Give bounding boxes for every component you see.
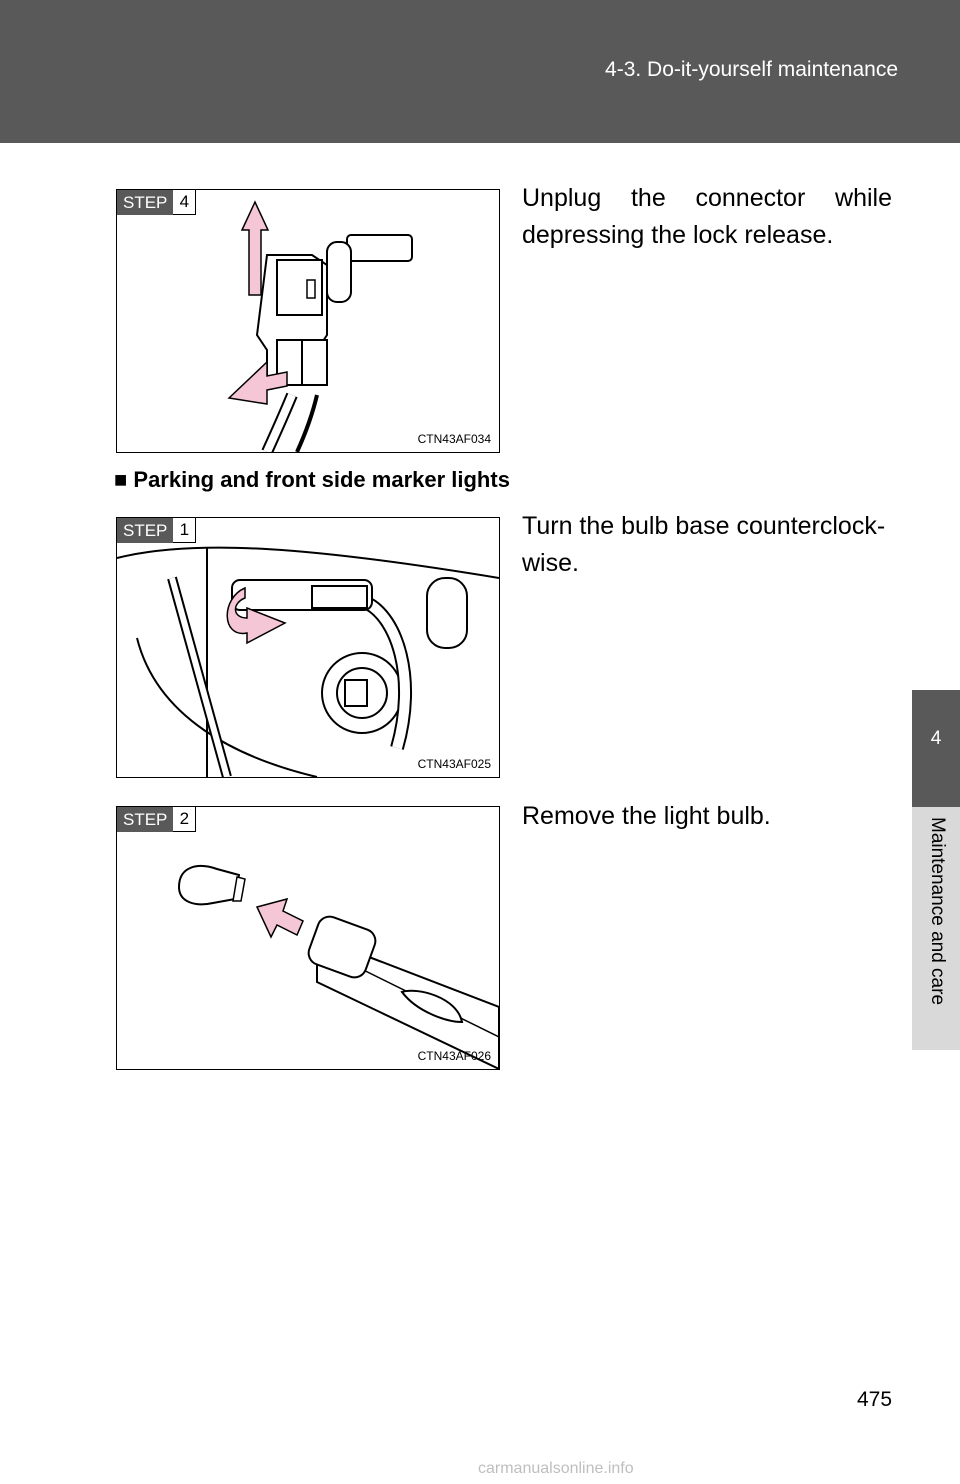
step-number: 4 <box>173 190 197 215</box>
figure-code: CTN43AF034 <box>417 432 491 446</box>
figure-bulb-base-turn: STEP 1 CTN43AF025 <box>116 517 500 778</box>
chapter-label: Maintenance and care <box>927 817 948 1006</box>
figure-code: CTN43AF025 <box>417 757 491 771</box>
step-number: 2 <box>173 807 197 832</box>
light-bulb <box>177 865 241 906</box>
headlamp-illustration <box>117 546 499 777</box>
rotate-arrow <box>226 586 287 645</box>
up-arrow <box>240 200 270 296</box>
page-number: 475 <box>857 1388 893 1411</box>
step-badge: STEP 4 <box>117 190 197 215</box>
step-2-text: Remove the light bulb. <box>522 802 771 830</box>
figure-connector-unplug: STEP 4 CTN43AF034 <box>116 189 500 453</box>
figure-remove-bulb: STEP 2 CTN43AF026 <box>116 806 500 1070</box>
section-title: 4-3. Do-it-yourself maintenance <box>605 58 898 81</box>
figure-code: CTN43AF026 <box>417 1049 491 1063</box>
step-word: STEP <box>117 518 174 543</box>
step-word: STEP <box>117 807 174 832</box>
step-badge: STEP 2 <box>117 807 197 832</box>
watermark: carmanualsonline.info <box>478 1460 634 1477</box>
page-header: 4-3. Do-it-yourself maintenance <box>0 0 960 143</box>
step-4-text: Unplug the connector while depressing th… <box>522 184 892 249</box>
chapter-number: 4 <box>930 728 942 749</box>
bulb-illustration <box>177 865 499 1069</box>
chapter-label-tab: Maintenance and care <box>912 807 960 1050</box>
step-badge: STEP 1 <box>117 518 197 543</box>
step-1-text: Turn the bulb base counterclock-wise. <box>522 512 886 577</box>
step-number: 1 <box>173 518 197 543</box>
subheading: ■ Parking and front side marker lights <box>114 467 510 492</box>
chapter-tab: 4 <box>912 690 960 807</box>
step-word: STEP <box>117 190 174 215</box>
connector-illustration <box>227 200 413 452</box>
press-arrow <box>227 360 288 405</box>
remove-arrow <box>255 897 304 939</box>
